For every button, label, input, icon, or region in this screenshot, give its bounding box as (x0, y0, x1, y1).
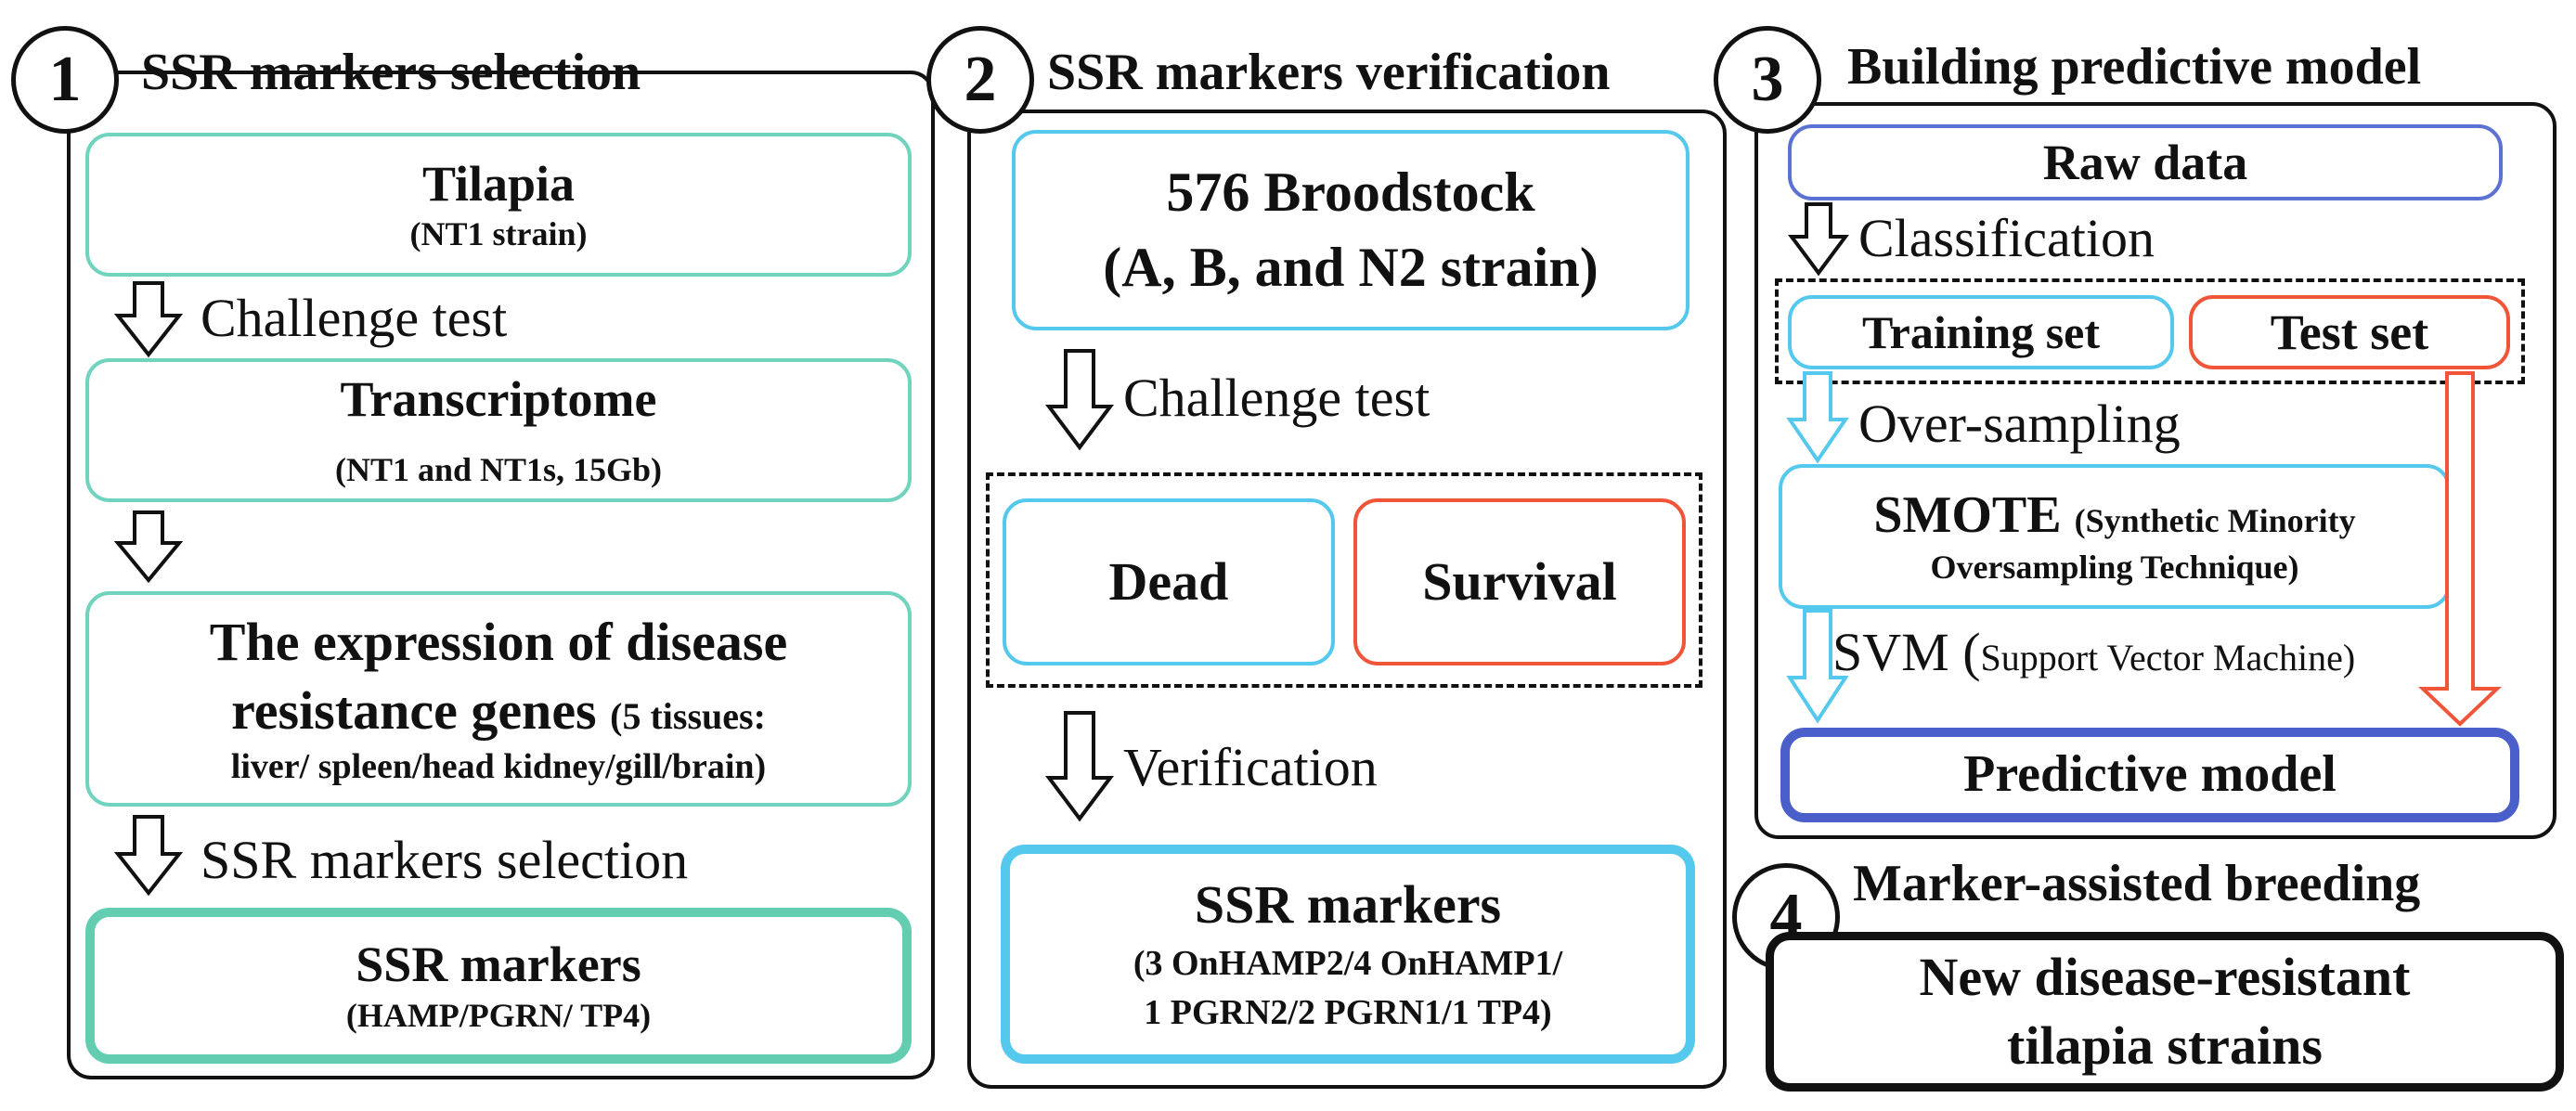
survival-box: Survival (1353, 498, 1686, 665)
oversampling-label: Over-sampling (1858, 394, 2181, 454)
ssr-markers-result-box-1: SSR markers (HAMP/PGRN/ TP4) (85, 908, 912, 1064)
gene-expression-line-2: resistance genes (5 tissues: (231, 677, 766, 745)
predictive-model-label: Predictive model (1963, 745, 2337, 804)
panel-2-title: SSR markers verification (1047, 44, 1611, 101)
challenge-test-label-1: Challenge test (201, 288, 508, 348)
broodstock-line-1: 576 Broodstock (1166, 161, 1535, 223)
ssr-selection-label: SSR markers selection (201, 830, 689, 890)
new-strains-line-1: New disease-resistant (1919, 946, 2411, 1007)
gene-expression-line-2-main: resistance genes (231, 680, 597, 742)
new-strains-box: New disease-resistant tilapia strains (1766, 932, 2564, 1092)
transcriptome-box: Transcriptome (NT1 and NT1s, 15Gb) (85, 358, 912, 502)
svm-label: SVM (Support Vector Machine) (1832, 626, 2355, 679)
smote-title: SMOTE (1873, 485, 2062, 544)
panel-3-title: Building predictive model (1847, 38, 2422, 96)
raw-data-box: Raw data (1788, 124, 2503, 200)
step-2-badge: 2 (926, 26, 1034, 134)
ssr-markers-subtitle-2b: 1 PGRN2/2 PGRN1/1 TP4) (1144, 993, 1552, 1033)
tilapia-subtitle: (NT1 strain) (409, 215, 588, 253)
arrow-down-icon (113, 510, 184, 584)
transcriptome-title: Transcriptome (340, 370, 657, 427)
dead-label: Dead (1108, 550, 1229, 612)
arrow-down-icon (113, 281, 184, 358)
arrow-down-icon (1786, 371, 1849, 464)
arrow-down-icon (1786, 609, 1849, 724)
classification-label: Classification (1858, 208, 2155, 268)
ssr-markers-result-box-2: SSR markers (3 OnHAMP2/4 OnHAMP1/ 1 PGRN… (1001, 845, 1695, 1064)
arrow-down-icon (1788, 202, 1849, 277)
ssr-markers-subtitle-1: (HAMP/PGRN/ TP4) (345, 996, 652, 1034)
ssr-markers-subtitle-2a: (3 OnHAMP2/4 OnHAMP1/ (1133, 943, 1563, 983)
training-set-label: Training set (1861, 306, 2101, 358)
arrow-down-icon (1045, 349, 1114, 451)
test-set-box: Test set (2189, 295, 2510, 369)
training-set-box: Training set (1788, 295, 2174, 369)
arrow-down-icon (113, 815, 184, 897)
smote-fullname-2: Oversampling Technique) (1930, 549, 2299, 587)
ssr-markers-title-2: SSR markers (1194, 873, 1502, 935)
step-1-badge: 1 (11, 26, 119, 134)
step-1-number: 1 (48, 44, 82, 115)
step-3-badge: 3 (1714, 26, 1821, 134)
outcome-group-dashed (986, 472, 1702, 688)
svm-abbrev: SVM ( (1832, 622, 1981, 682)
survival-label: Survival (1422, 550, 1617, 612)
raw-data-label: Raw data (2042, 134, 2248, 190)
panel-4-title: Marker-assisted breeding (1853, 855, 2421, 912)
gene-expression-line-3: liver/ spleen/head kidney/gill/brain) (230, 747, 767, 787)
svm-fullname: Support Vector Machine) (1980, 637, 2356, 678)
gene-expression-line-1: The expression of disease (209, 612, 788, 673)
gene-expression-tissues-note: (5 tissues: (610, 695, 766, 738)
broodstock-box: 576 Broodstock (A, B, and N2 strain) (1012, 130, 1689, 330)
dataset-split-dashed (1775, 278, 2525, 384)
smote-line-1: SMOTE (Synthetic Minority (1873, 484, 2355, 547)
step-3-number: 3 (1751, 44, 1784, 115)
tilapia-box: Tilapia (NT1 strain) (85, 133, 912, 277)
panel-1-title: SSR markers selection (141, 44, 641, 101)
test-set-label: Test set (2270, 304, 2429, 360)
dead-box: Dead (1003, 498, 1335, 665)
smote-box: SMOTE (Synthetic Minority Oversampling T… (1779, 464, 2451, 609)
step-2-number: 2 (964, 44, 997, 115)
transcriptome-subtitle: (NT1 and NT1s, 15Gb) (334, 451, 663, 489)
new-strains-line-2: tilapia strains (2007, 1015, 2323, 1076)
verification-label: Verification (1123, 737, 1378, 797)
gene-expression-box: The expression of disease resistance gen… (85, 591, 912, 807)
broodstock-line-2: (A, B, and N2 strain) (1103, 237, 1599, 298)
tilapia-title: Tilapia (421, 155, 576, 212)
predictive-model-box: Predictive model (1780, 728, 2519, 822)
ssr-markers-title-1: SSR markers (356, 937, 641, 993)
smote-fullname-1: (Synthetic Minority (2074, 501, 2356, 539)
arrow-down-icon (1045, 711, 1114, 822)
challenge-test-label-2: Challenge test (1123, 368, 1430, 428)
arrow-down-icon (2417, 371, 2503, 727)
